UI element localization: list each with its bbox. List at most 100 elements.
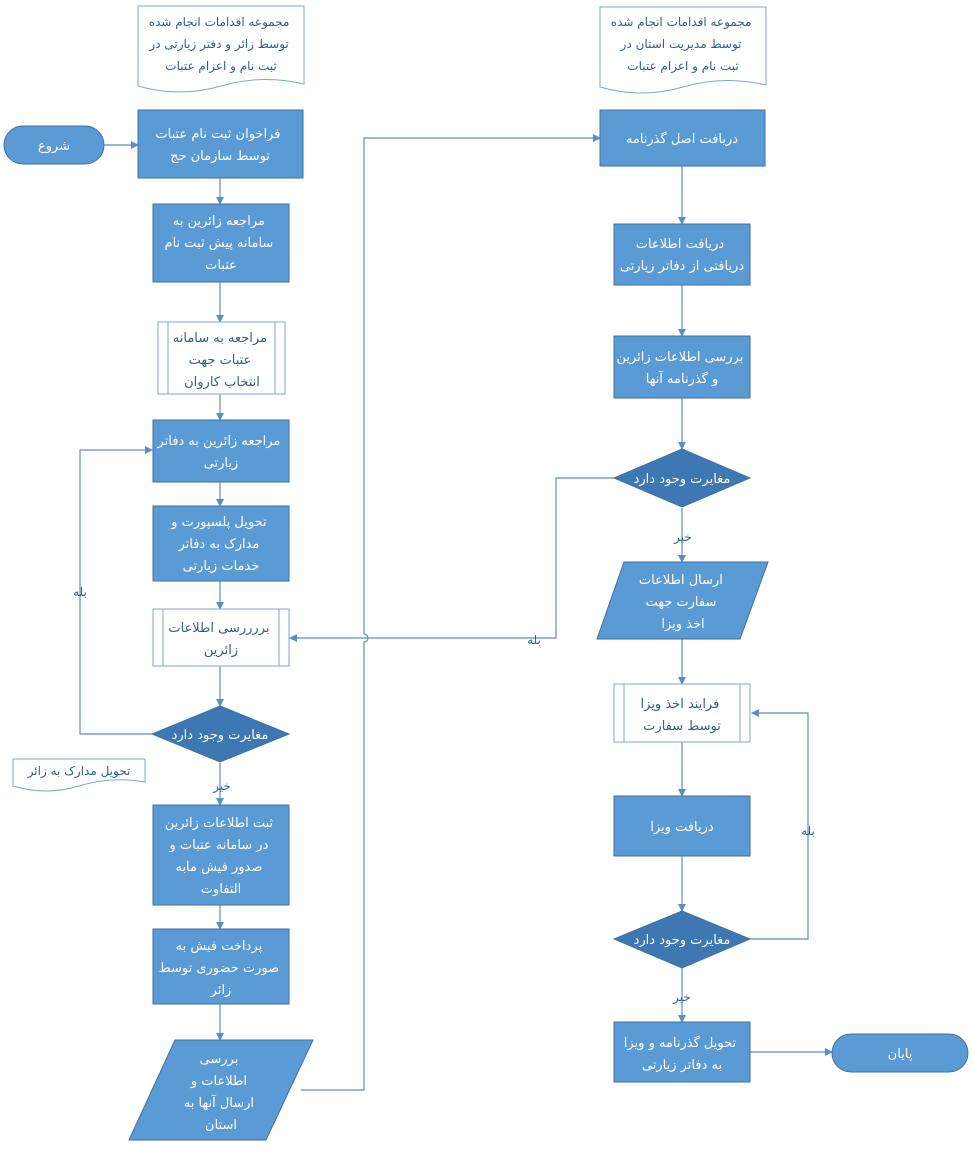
n5-line-3: خدمات زیارتی xyxy=(183,559,260,574)
start-terminator: شروع xyxy=(3,125,105,165)
process-call-for-registration: فراخوان ثبت نام عتبات توسط سازمان حج xyxy=(137,109,304,179)
n7-line-4: التفاوت xyxy=(201,882,242,897)
svg-text:بررسی اطلاعات و ار: بررسی اطلاعات و ارسال آنها به استان xyxy=(184,1052,258,1133)
note1-label: تحویل مدارک به زائر xyxy=(27,764,131,779)
decision-discrepancy-left: مغایرت وجود دارد xyxy=(150,705,291,763)
r1-label: دریافت اصل گذرنامه xyxy=(626,131,738,147)
svg-text:پرداخت فیش به صورت حضوری: پرداخت فیش به صورت حضوری توسط زائر xyxy=(159,939,284,998)
start-label: شروع xyxy=(38,139,70,154)
header-right: مجموعه اقدامات انجام شده توسط مدیریت است… xyxy=(599,6,767,94)
edge-labels: بله خیر بله خیر بله خیر xyxy=(73,530,815,1005)
process-receive-office-info: دریافت اطلاعات دریافتی از دفاتر زیارتی xyxy=(613,223,751,286)
header-right-line-3: ثبت نام و اعزام عتبات xyxy=(627,59,738,74)
io1-line-4: استان xyxy=(205,1118,237,1133)
n5-line-1: تحویل پلسپورت و xyxy=(170,515,267,530)
edge-d2-yes-n6 xyxy=(289,477,614,642)
process-visit-pilgrimage-office: مراجعه زائرین به دفاتر زیارتی xyxy=(152,419,290,483)
r2-line-1: دریافت اطلاعات xyxy=(636,237,725,252)
io1-line-1: بررسی xyxy=(200,1052,239,1067)
r5-label: دریافت ویزا xyxy=(650,820,714,835)
svg-text:مجموعه اقدامات انجام شده: مجموعه اقدامات انجام شده توسط زائر و دفت… xyxy=(148,15,293,74)
header-left-line-2: توسط زائر و دفتر زیارتی در xyxy=(148,37,288,52)
svg-text:تحویل گذرنامه و ویزا به: تحویل گذرنامه و ویزا به دفاتر زیارتی xyxy=(624,1035,741,1073)
edge-label-yes-mid: بله xyxy=(527,633,541,647)
r6-line-1: تحویل گذرنامه و ویزا xyxy=(624,1035,737,1051)
subprocess-visa-process: فرایند اخذ ویزا توسط سفارت xyxy=(613,683,751,743)
n2-line-3: عتبات xyxy=(205,258,237,273)
edge-label-yes-left: بله xyxy=(73,585,87,599)
edge-label-yes-right: بله xyxy=(801,824,815,838)
io2-line-3: اخذ ویزا xyxy=(661,617,704,632)
end-terminator: پایان xyxy=(831,1033,969,1073)
n3-line-1: مراجعه به سامانه xyxy=(173,331,267,346)
note-return-documents: تحویل مدارک به زائر xyxy=(12,758,146,792)
n3-line-3: انتخاب کاروان xyxy=(184,375,260,390)
n7-line-1: ثبت اطلاعات زائرین xyxy=(165,816,274,831)
process-register-pilgrim-info: ثبت اطلاعات زائرین در سامانه عتبات و صدو… xyxy=(152,804,290,906)
n1-line-1: فراخوان ثبت نام عتبات xyxy=(155,127,280,142)
n7-line-3: صدور فیش مابه xyxy=(175,860,262,875)
connectors xyxy=(79,134,833,1091)
n2-line-2: سامانه پیش ثبت نام xyxy=(165,236,274,251)
svg-text:بررررسی اطلاعات زائرین: بررررسی اطلاعات زائرین xyxy=(168,621,273,658)
process-pay-receipt: پرداخت فیش به صورت حضوری توسط زائر xyxy=(152,928,290,1005)
n4-line-1: مراجعه زائرین به دفاتر xyxy=(156,434,280,449)
n3-line-2: عتبات جهت xyxy=(189,353,252,368)
n8-line-1: پرداخت فیش به xyxy=(176,939,263,954)
edge-label-no-left: خیر xyxy=(212,779,231,794)
r3-line-1: بررسی اطلاعات زائرین xyxy=(616,350,743,365)
subprocess-review-pilgrim-info: بررررسی اطلاعات زائرین xyxy=(152,608,290,667)
n7-line-2: در سامانه عتبات و xyxy=(168,838,268,853)
header-left: مجموعه اقدامات انجام شده توسط زائر و دفت… xyxy=(137,5,305,93)
process-deliver-passport: تحویل پلسپورت و مدارک به دفاتر خدمات زیا… xyxy=(152,505,290,582)
svg-text:تحویل پلسپورت و مدارک به: تحویل پلسپورت و مدارک به دفاتر خدمات زیا… xyxy=(170,515,271,574)
svg-text:مجموعه اقدامات انجام شده: مجموعه اقدامات انجام شده توسط مدیریت است… xyxy=(611,15,755,74)
svg-text:فرایند اخذ ویزا توسط سفا: فرایند اخذ ویزا توسط سفارت xyxy=(641,697,724,734)
n5-line-2: مدارک به دفاتر xyxy=(177,537,259,552)
n6-line-1: بررررسی اطلاعات xyxy=(168,621,269,636)
io-send-to-embassy: ارسال اطلاعات سفارت جهت اخذ ویزا xyxy=(596,561,769,640)
svg-text:فراخوان ثبت نام عتبات تو: فراخوان ثبت نام عتبات توسط سازمان حج xyxy=(155,127,284,164)
n8-line-2: صورت حضوری توسط xyxy=(159,961,280,976)
edge-label-no-right-1: خیر xyxy=(673,530,692,545)
n8-line-3: زائر xyxy=(210,983,232,998)
d2-label: مغایرت وجود دارد xyxy=(634,472,731,487)
decision-discrepancy-right-1: مغایرت وجود دارد xyxy=(612,448,752,508)
svg-text:مراجعه به سامانه عتبات ج: مراجعه به سامانه عتبات جهت انتخاب کاروان xyxy=(173,331,271,390)
n4-line-2: زیارتی xyxy=(204,456,239,471)
io1-line-2: اطلاعات و xyxy=(190,1074,247,1089)
edge-label-no-right-2: خیر xyxy=(672,990,691,1005)
r2-line-2: دریافتی از دفاتر زیارتی xyxy=(620,259,744,274)
svg-text:بررسی اطلاعات زائرین و گ: بررسی اطلاعات زائرین و گذرنامه آنها xyxy=(616,350,747,387)
svg-text:مراجعه زائرین به دفاتر ز: مراجعه زائرین به دفاتر زیارتی xyxy=(156,434,284,471)
process-pilgrims-pre-registration: مراجعه زائرین به سامانه پیش ثبت نام عتبا… xyxy=(152,203,290,283)
io1-line-3: ارسال آنها به xyxy=(184,1094,254,1111)
d3-label: مغایرت وجود دارد xyxy=(634,933,731,948)
r4-line-1: فرایند اخذ ویزا xyxy=(641,697,720,712)
n1-line-2: توسط سازمان حج xyxy=(170,149,270,164)
n6-line-2: زائرین xyxy=(204,643,238,658)
subprocess-select-caravan: مراجعه به سامانه عتبات جهت انتخاب کاروان xyxy=(157,321,286,395)
edge-d3-yes-r4 xyxy=(750,709,809,940)
n2-line-1: مراجعه زائرین به xyxy=(173,214,265,229)
svg-text:مراجعه زائرین به سامانه: مراجعه زائرین به سامانه پیش ثبت نام عتبا… xyxy=(165,214,278,273)
process-receive-passport: دریافت اصل گذرنامه xyxy=(599,109,766,167)
header-left-line-1: مجموعه اقدامات انجام شده xyxy=(149,15,290,30)
svg-text:ثبت اطلاعات زائرین در سا: ثبت اطلاعات زائرین در سامانه عتبات و صدو… xyxy=(165,816,278,897)
header-right-line-2: توسط مدیریت استان در xyxy=(620,37,742,52)
decision-discrepancy-right-2: مغایرت وجود دارد xyxy=(612,910,752,969)
io-send-to-province: بررسی اطلاعات و ارسال آنها به استان xyxy=(128,1039,314,1141)
process-receive-visa: دریافت ویزا xyxy=(613,795,751,857)
io2-line-1: ارسال اطلاعات xyxy=(639,573,723,588)
r3-line-2: و گذرنامه آنها xyxy=(646,370,719,387)
r6-line-2: به دفاتر زیارتی xyxy=(642,1058,722,1073)
process-review-info-passports: بررسی اطلاعات زائرین و گذرنامه آنها xyxy=(613,335,751,399)
end-label: پایان xyxy=(888,1047,913,1062)
d1-label: مغایرت وجود دارد xyxy=(172,728,269,743)
io2-line-2: سفارت جهت xyxy=(645,595,716,610)
process-deliver-passport-visa: تحویل گذرنامه و ویزا به دفاتر زیارتی xyxy=(613,1021,751,1083)
svg-text:دریافت اطلاعات دریافتی ا: دریافت اطلاعات دریافتی از دفاتر زیارتی xyxy=(620,237,744,274)
edge-io1-r1 xyxy=(301,134,601,1091)
header-right-line-1: مجموعه اقدامات انجام شده xyxy=(611,15,752,30)
